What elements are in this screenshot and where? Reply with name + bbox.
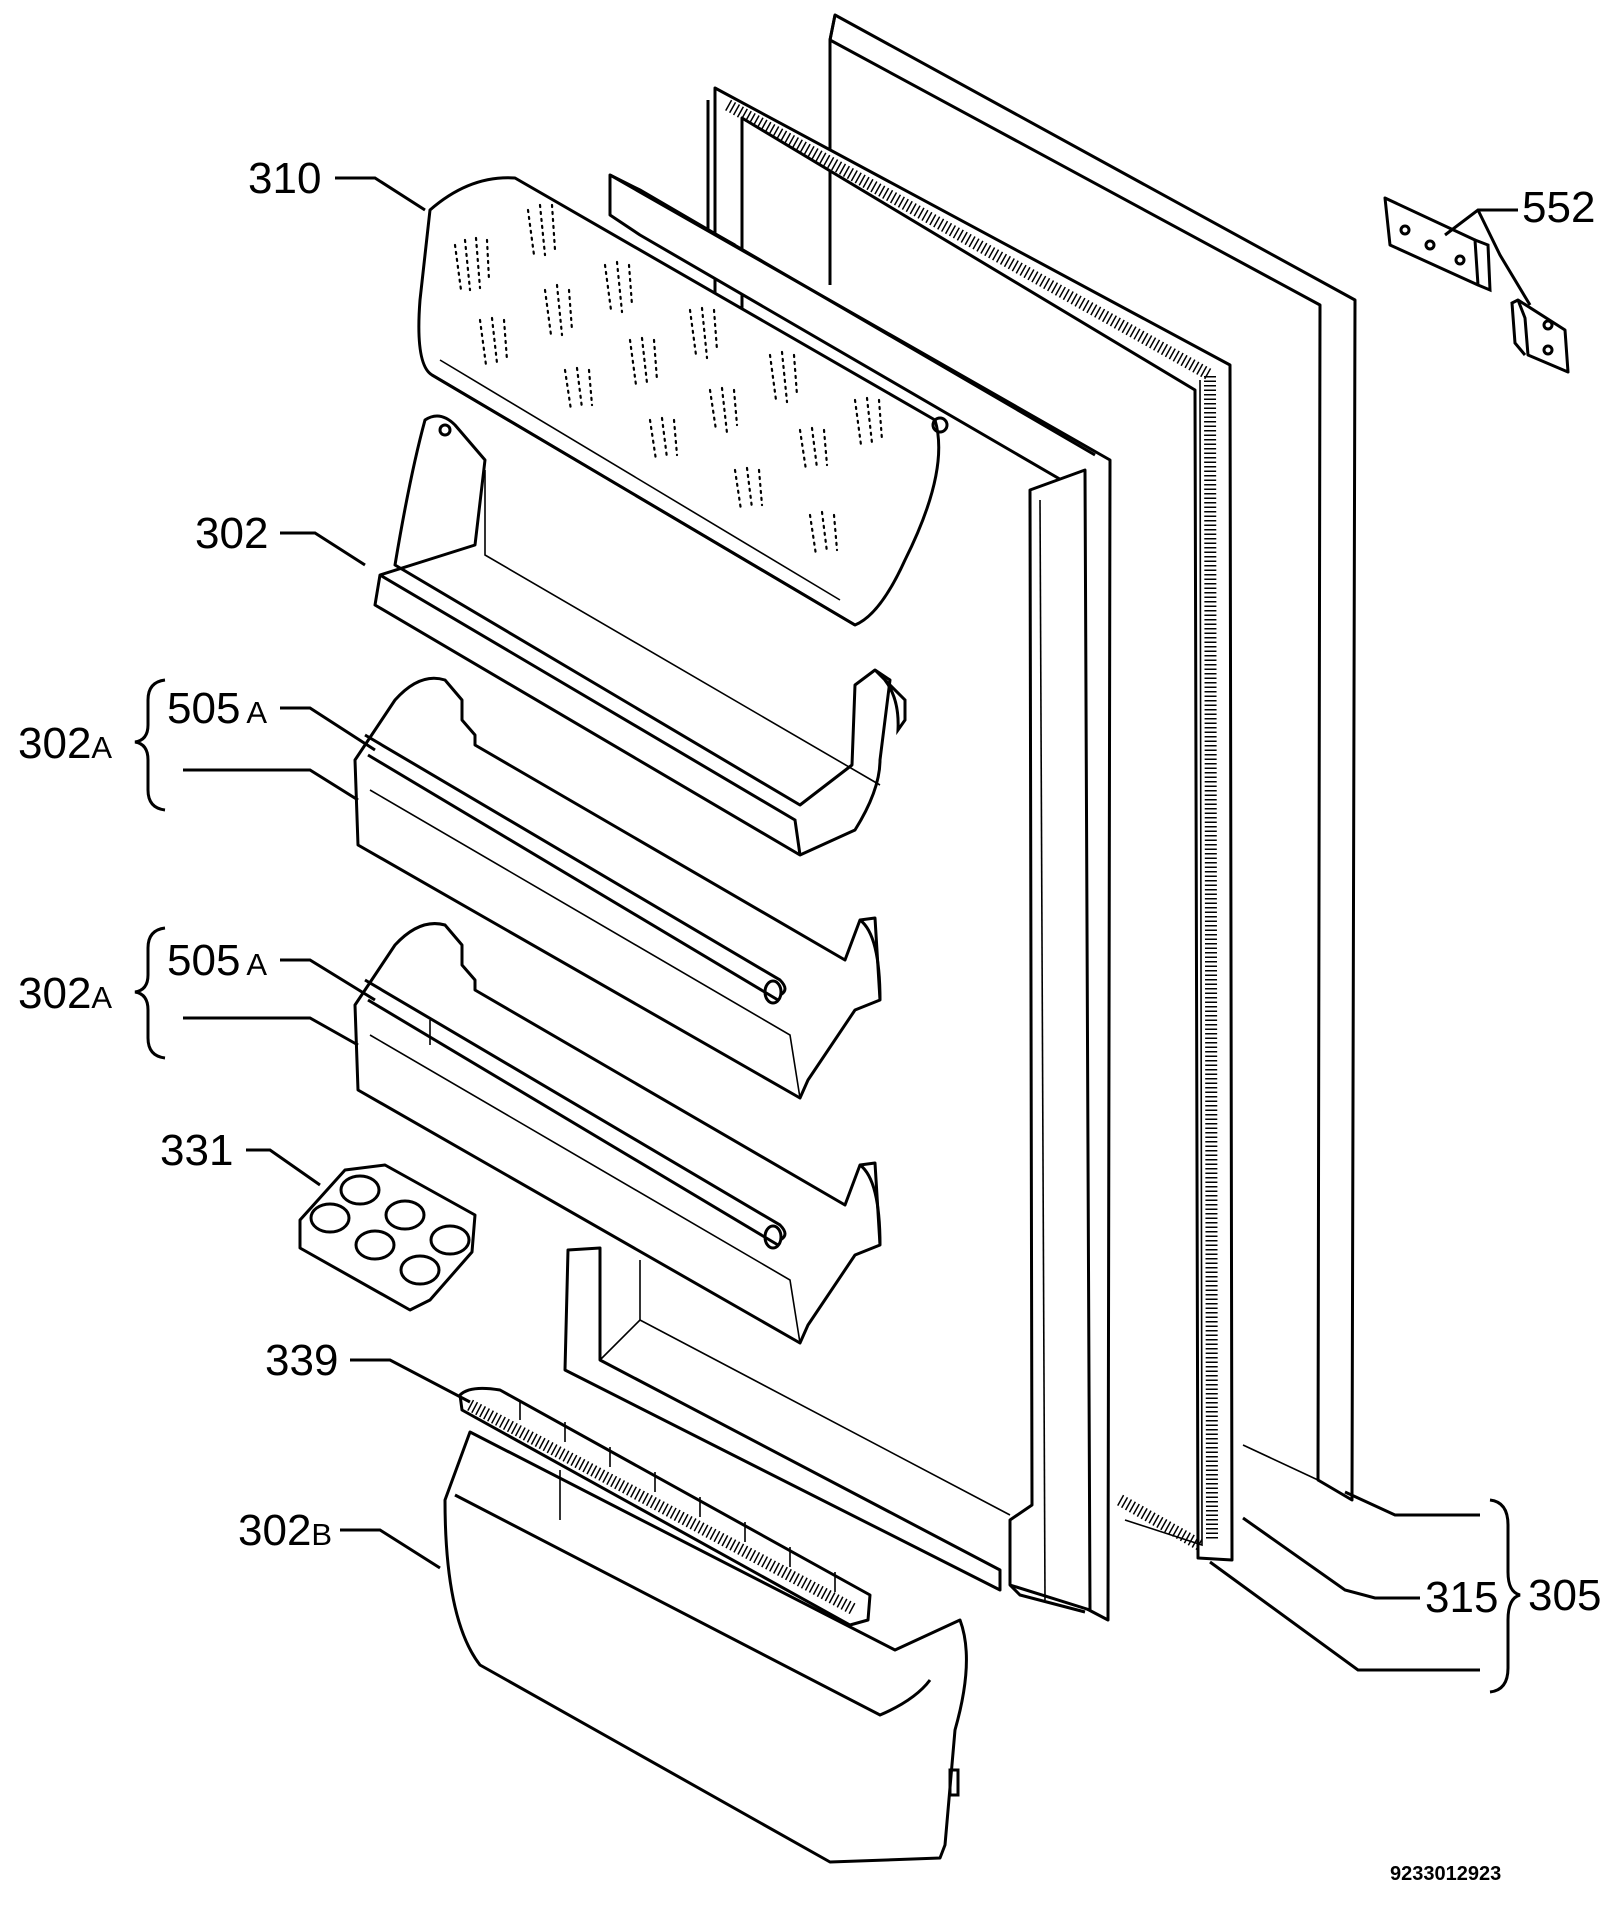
catalog-number: 9233012923 <box>1390 1863 1501 1885</box>
cover-vent-pattern <box>453 203 884 557</box>
bottle-retainer <box>458 1386 872 1627</box>
grouping-braces <box>134 678 1521 1694</box>
label-302: 302 <box>195 509 268 558</box>
label-302a-upper: 302A <box>18 719 112 768</box>
door-shelf-302b <box>443 1430 968 1864</box>
label-310: 310 <box>248 154 321 203</box>
label-305: 305 <box>1528 1571 1601 1620</box>
label-315: 315 <box>1425 1573 1498 1622</box>
door-inner-liner <box>563 173 1112 1622</box>
label-552: 552 <box>1522 183 1595 232</box>
egg-cups <box>309 1174 471 1286</box>
label-302b: 302B <box>238 1506 332 1555</box>
door-shelf-302a-upper <box>353 676 882 1100</box>
label-339: 339 <box>265 1336 338 1385</box>
leader-lines <box>183 176 1532 1672</box>
door-shelf-302 <box>373 414 907 857</box>
label-331: 331 <box>160 1126 233 1175</box>
hinge-bracket-552 <box>1383 196 1570 374</box>
dairy-cover <box>417 176 949 627</box>
label-302a-lower: 302A <box>18 969 112 1018</box>
door-outer-panel <box>828 13 1357 1502</box>
door-shelf-302a-lower <box>353 922 882 1345</box>
egg-tray <box>298 1163 477 1312</box>
